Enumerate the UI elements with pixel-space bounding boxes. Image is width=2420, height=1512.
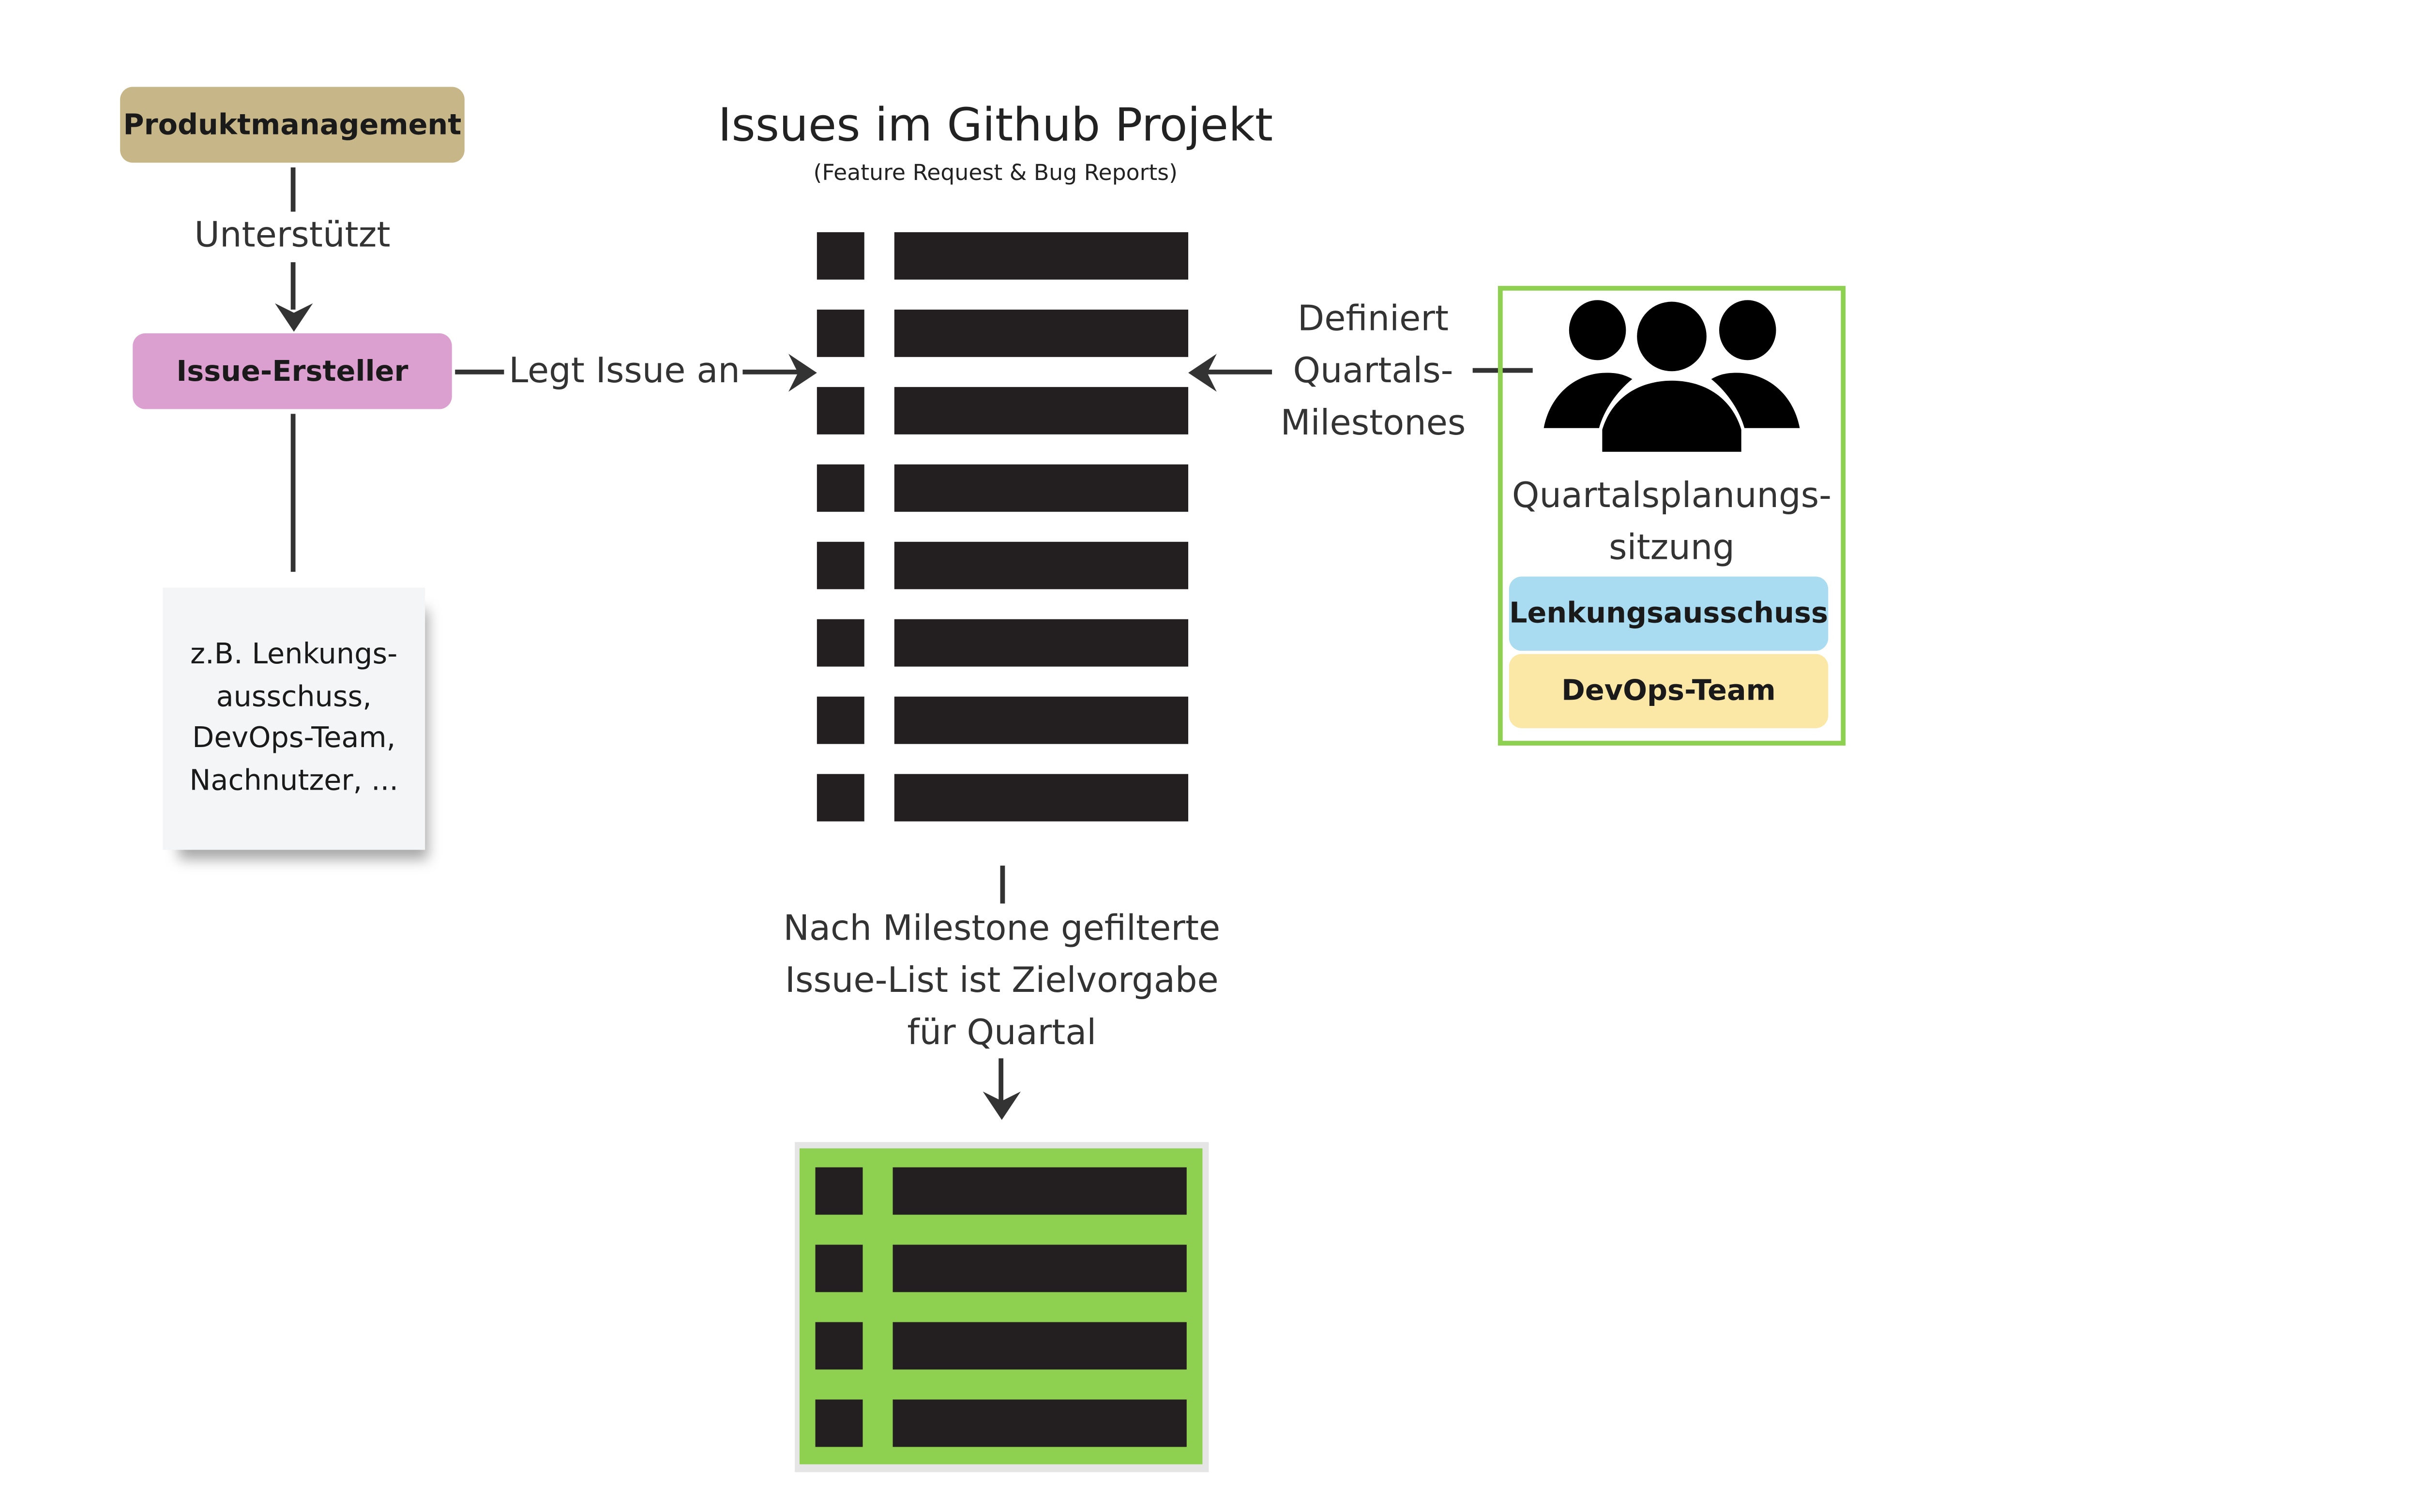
issue-row-marker (817, 464, 864, 512)
issue-row[interactable] (817, 309, 1189, 357)
connector-definiert-right (1472, 368, 1533, 373)
issue-row-bar (894, 541, 1189, 589)
edge-label-line: Milestones (1280, 404, 1466, 444)
devops-team-label: DevOps-Team (1561, 674, 1776, 708)
quartalsplanung-label-line: sitzung (1609, 529, 1735, 569)
issue-row-bar (894, 309, 1189, 357)
devops-team-node[interactable]: DevOps-Team (1509, 654, 1829, 729)
issues-list-subtitle: (Feature Request & Bug Reports) (813, 161, 1178, 187)
filtered-issue-row[interactable] (815, 1167, 1190, 1215)
filtered-issue-row[interactable] (815, 1322, 1190, 1370)
issue-row-bar (894, 696, 1189, 744)
filtered-issues-list-inner (799, 1148, 1203, 1465)
arrow-down-icon (275, 303, 313, 332)
arrow-right-icon (788, 354, 817, 392)
issue-row-bar (894, 619, 1189, 667)
filtered-issue-row[interactable] (815, 1399, 1190, 1447)
issue-row[interactable] (817, 696, 1189, 744)
arrow-down-icon (983, 1091, 1021, 1120)
issue-row[interactable] (817, 541, 1189, 589)
connector-filter-top (1000, 866, 1005, 904)
issues-list[interactable] (817, 232, 1189, 822)
quartalsplanung-label-line: Quartalsplanungs- (1512, 477, 1832, 517)
connector-legt-left (455, 369, 504, 374)
filtered-issue-row-bar (892, 1244, 1187, 1292)
filtered-issue-row-marker (815, 1167, 863, 1215)
issues-list-title: Issues im Github Projekt (718, 98, 1273, 152)
connector-ersteller-sticky (290, 414, 296, 572)
sticky-line: DevOps-Team, (192, 721, 396, 755)
edge-label-filter: Nach Milestone gefilterte Issue-List ist… (749, 903, 1255, 1060)
issue-row-bar (894, 774, 1189, 822)
edge-label-line: Quartals- (1293, 352, 1453, 392)
filtered-issue-row-marker (815, 1399, 863, 1447)
issue-row[interactable] (817, 464, 1189, 512)
group-people-icon (1543, 300, 1800, 452)
issue-row-marker (817, 387, 864, 434)
sticky-note[interactable]: z.B. Lenkungs- ausschuss, DevOps-Team, N… (163, 587, 425, 850)
issue-row[interactable] (817, 387, 1189, 434)
edge-label-line: für Quartal (907, 1014, 1097, 1054)
sticky-line: ausschuss, (216, 680, 372, 714)
issue-row-marker (817, 232, 864, 280)
edge-label-legt-issue-an: Legt Issue an (509, 352, 740, 392)
edge-label-line: Nach Milestone gefilterte (783, 910, 1221, 950)
connector-pm-top (290, 167, 296, 212)
connector-pm-bottom (290, 262, 296, 310)
lenkungsausschuss-node[interactable]: Lenkungsausschuss (1509, 576, 1829, 651)
issue-ersteller-node[interactable]: Issue-Ersteller (133, 333, 452, 409)
edge-label-line: Issue-List ist Zielvorgabe (785, 962, 1219, 1002)
filtered-issue-row-marker (815, 1322, 863, 1370)
connector-legt-right (742, 369, 803, 374)
sticky-line: Nachnutzer, ... (189, 763, 399, 797)
issue-row[interactable] (817, 774, 1189, 822)
edge-label-line: Definiert (1297, 300, 1449, 340)
edge-label-definiert: Definiert Quartals- Milestones (1264, 294, 1482, 450)
quartalsplanung-box[interactable] (1497, 285, 1846, 746)
issue-row[interactable] (817, 232, 1189, 280)
filtered-issue-row-bar (892, 1399, 1187, 1447)
issue-row-marker (817, 309, 864, 357)
issue-row-marker (817, 774, 864, 822)
produktmanagement-label: Produktmanagement (123, 108, 462, 142)
issue-row-marker (817, 696, 864, 744)
lenkungsausschuss-label: Lenkungsausschuss (1509, 597, 1828, 630)
filtered-issue-row-bar (892, 1167, 1187, 1215)
issue-row-marker (817, 541, 864, 589)
issue-row[interactable] (817, 619, 1189, 667)
issue-row-bar (894, 387, 1189, 434)
filtered-issue-row-bar (892, 1322, 1187, 1370)
filtered-issue-row[interactable] (815, 1244, 1190, 1292)
filtered-issues-list[interactable] (795, 1142, 1209, 1472)
issue-row-bar (894, 232, 1189, 280)
quartalsplanung-label: Quartalsplanungs- sitzung (1503, 471, 1841, 575)
filtered-issue-row-marker (815, 1244, 863, 1292)
issue-row-bar (894, 464, 1189, 512)
produktmanagement-node[interactable]: Produktmanagement (120, 87, 465, 163)
edge-label-unterstuetzt: Unterstützt (194, 216, 391, 256)
connector-filter-bottom (998, 1058, 1004, 1106)
connector-definiert-left (1207, 369, 1272, 374)
issue-ersteller-label: Issue-Ersteller (176, 354, 408, 388)
sticky-line: z.B. Lenkungs- (190, 638, 398, 672)
arrow-left-icon (1188, 354, 1217, 392)
issue-row-marker (817, 619, 864, 667)
